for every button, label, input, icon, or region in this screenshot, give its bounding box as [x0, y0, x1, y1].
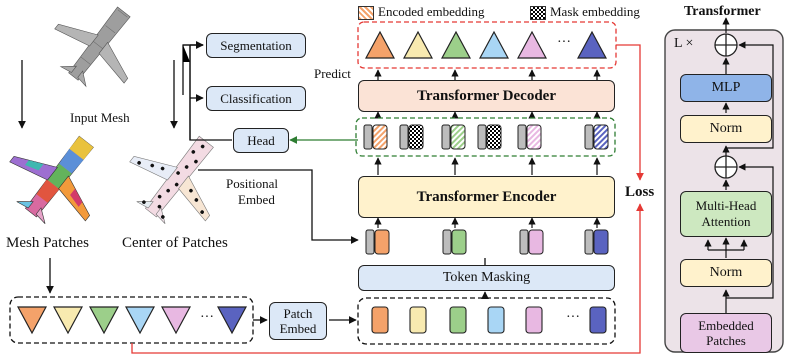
patch-triangle-blue [124, 306, 156, 335]
embedded-token-yellow [409, 306, 427, 334]
patch-triangle-green [88, 306, 120, 335]
positional-embed-label-line2: Embed [238, 192, 275, 207]
visible-token-navy [593, 229, 609, 255]
encoded-positional-piece [399, 124, 409, 150]
transformer-encoder-box: Transformer Encoder [358, 176, 615, 218]
predicted-triangle-yellow [402, 30, 434, 59]
norm-bottom-box: Norm [680, 259, 772, 287]
patch-triangle-yellow [52, 306, 84, 335]
visible-token-green [451, 229, 467, 255]
mesh-patches-image [9, 135, 94, 224]
norm-top-box: Norm [680, 115, 772, 143]
legend-mask-swatch [530, 6, 546, 20]
encoded-positional-piece [477, 124, 487, 150]
transformer-repeat-label: L × [674, 36, 694, 51]
patch-triangle-orange [16, 306, 48, 335]
positional-piece-navy [584, 229, 594, 255]
encoded-positional-piece [363, 124, 373, 150]
encoded-token-navy [593, 124, 609, 150]
prediction-row-ellipsis: ··· [557, 35, 571, 50]
center-of-patches-image [129, 135, 214, 224]
transformer-decoder-box: Transformer Decoder [358, 80, 615, 112]
input-mesh-image [54, 6, 131, 88]
input-mesh-label: Input Mesh [70, 110, 130, 125]
patch-row-ellipsis: ··· [200, 310, 214, 325]
token-masking-box: Token Masking [358, 265, 615, 291]
center-of-patches-label: Center of Patches [122, 235, 228, 251]
mask-token [486, 124, 502, 150]
legend-mask-label: Mask embedding [550, 4, 640, 19]
transformer-block-title: Transformer [684, 4, 761, 19]
patch-triangle-navy [216, 306, 248, 335]
legend-encoded-swatch [358, 6, 374, 20]
embedded-token-navy [589, 306, 607, 334]
visible-token-orange [374, 229, 390, 255]
positional-embed-label-line1: Positional [226, 176, 279, 191]
loss-label: Loss [625, 184, 655, 200]
embedded-token-green [449, 306, 467, 334]
predicted-triangle-navy [576, 30, 608, 59]
head-box: Head [233, 128, 289, 153]
encoded-positional-piece [517, 124, 527, 150]
patch-triangle-pink [160, 306, 192, 335]
token-row-ellipsis: ··· [566, 310, 580, 325]
positional-piece-green [442, 229, 452, 255]
encoded-token-green [450, 124, 466, 150]
positional-piece-orange [365, 229, 375, 255]
encoded-token-orange [372, 124, 388, 150]
mesh-patches-label: Mesh Patches [6, 235, 89, 251]
encoded-positional-piece [584, 124, 594, 150]
classification-box: Classification [206, 86, 306, 111]
encoded-token-pink [526, 124, 542, 150]
predicted-triangle-green [440, 30, 472, 59]
encoded-token-row-frame [355, 117, 616, 157]
embedded-token-orange [371, 306, 389, 334]
predicted-triangle-orange [364, 30, 396, 59]
embedded-token-blue [487, 306, 505, 334]
predicted-triangle-pink [516, 30, 548, 59]
predicted-triangle-blue [478, 30, 510, 59]
mlp-box: MLP [680, 74, 772, 102]
positional-piece-pink [519, 229, 529, 255]
legend-encoded-label: Encoded embedding [378, 4, 485, 19]
segmentation-box: Segmentation [206, 33, 306, 58]
embedded-token-pink [525, 306, 543, 334]
visible-token-pink [528, 229, 544, 255]
predict-label: Predict [314, 66, 351, 81]
mask-token [408, 124, 424, 150]
encoded-positional-piece [441, 124, 451, 150]
